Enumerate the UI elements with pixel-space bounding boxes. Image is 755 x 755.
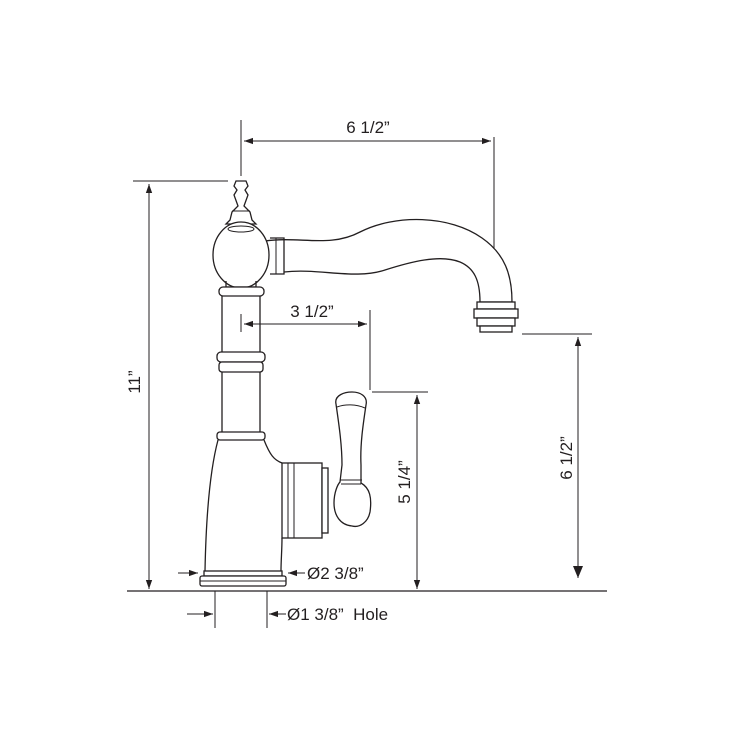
handle-hub — [281, 462, 329, 539]
lower-body — [204, 439, 283, 572]
dim-handle-offset: 3 1/2” — [290, 302, 334, 321]
base-plinth — [199, 570, 287, 587]
dim-base-diameter: Ø2 3/8” — [307, 564, 364, 583]
dim-spout-reach: 6 1/2” — [346, 118, 390, 137]
finial — [224, 180, 258, 225]
handle-lever — [333, 391, 372, 528]
spout — [264, 218, 513, 303]
faucet-outline — [199, 180, 519, 587]
spout-collar — [270, 237, 285, 275]
dim-handle-height: 5 1/4” — [395, 460, 414, 504]
dim-overall-height: 11” — [125, 370, 144, 394]
dim-hole-diameter: Ø1 3/8” Hole — [287, 605, 388, 624]
aerator — [473, 301, 519, 333]
middle-ring — [216, 351, 266, 363]
dimension-lines — [133, 120, 592, 628]
dim-spout-height: 6 1/2” — [557, 436, 576, 480]
